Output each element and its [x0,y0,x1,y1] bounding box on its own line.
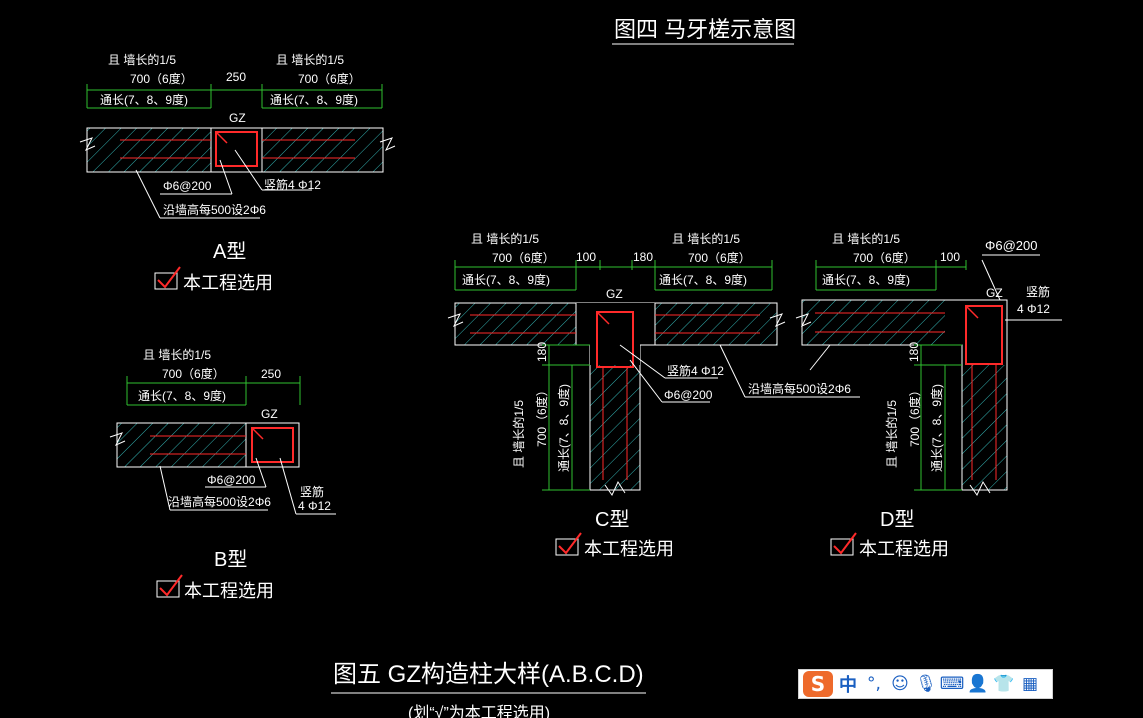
grid-icon[interactable]: ▦ [1021,674,1039,694]
a-len700-right: 700（6度） [298,71,361,86]
c-len700-left: 700（6度） [492,250,555,265]
b-selected-label: 本工程选用 [184,581,274,601]
d-len700-vert: 700（6度） [907,384,922,447]
d-wall-fifth: 且 墙长的1/5 [832,231,900,246]
a-type-label: A型 [213,240,246,263]
mic-icon[interactable]: 🎙 [915,674,937,694]
a-check-icon [157,266,181,289]
d-len700: 700（6度） [853,250,916,265]
user-icon[interactable]: 👤 [967,674,989,694]
keyboard-icon[interactable]: ⌨ [939,674,965,694]
b-check-icon [159,574,183,597]
a-gz-label: GZ [229,111,246,125]
a-250: 250 [226,70,246,84]
fig5-title: 图五 GZ构造柱大样(A.B.C.D) [333,661,644,688]
c-full-left: 通长(7、8、9度) [462,272,550,287]
c-wall-fifth-right: 且 墙长的1/5 [672,231,740,246]
b-tie-label: 沿墙高每500设2Φ6 [168,494,271,509]
type-c-detail: 且 墙长的1/5 700（6度） 通长(7、8、9度) 100 180 且 墙长… [447,231,860,559]
d-180-vert: 180 [907,342,921,362]
c-tie-label: 沿墙高每500设2Φ6 [748,381,851,396]
b-250: 250 [261,367,281,381]
c-100: 100 [576,250,596,264]
smile-icon[interactable]: ☺ [891,674,909,694]
a-stirrup-label: Φ6@200 [163,179,212,193]
ime-mode-toggle[interactable]: 中 [839,675,857,696]
ime-toolbar: S 中 °, ☺ 🎙 ⌨ 👤 👕 ▦ [798,669,1053,699]
a-wall-fifth-right: 且 墙长的1/5 [276,52,344,67]
ime-punct-toggle[interactable]: °, [867,674,881,694]
d-type-label: D型 [880,508,914,531]
a-tie-label: 沿墙高每500设2Φ6 [163,202,266,217]
c-selected-label: 本工程选用 [584,539,674,559]
c-len700-right: 700（6度） [688,250,751,265]
type-d-detail: 且 墙长的1/5 700（6度） 通长(7、8、9度) 100 Φ6@200 G… [795,231,1062,559]
b-stirrup-label: Φ6@200 [207,473,256,487]
d-selected-label: 本工程选用 [859,539,949,559]
c-180: 180 [633,250,653,264]
b-wall-fifth: 且 墙长的1/5 [143,347,211,362]
a-full-left: 通长(7、8、9度) [100,92,188,107]
a-len700-left: 700（6度） [130,71,193,86]
c-checkbox[interactable] [555,538,579,556]
type-b-detail: 且 墙长的1/5 700（6度） 通长(7、8、9度) 250 GZ Φ6@20… [109,347,336,601]
c-vertbar-label: 竖筋4 Φ12 [667,363,724,378]
b-len700: 700（6度） [162,366,225,381]
b-checkbox[interactable] [156,580,180,598]
shirt-icon[interactable]: 👕 [993,674,1015,694]
d-checkbox[interactable] [830,538,854,556]
c-gz-label: GZ [606,287,623,301]
a-selected-label: 本工程选用 [183,273,273,293]
b-gz-label: GZ [261,407,278,421]
b-vertbar-label-2: 4 Φ12 [298,499,331,513]
c-full-right: 通长(7、8、9度) [659,272,747,287]
c-len700-vert: 700（6度） [534,384,549,447]
c-stirrup-label: Φ6@200 [664,388,713,402]
c-wall-fifth-left: 且 墙长的1/5 [471,231,539,246]
a-full-right: 通长(7、8、9度) [270,92,358,107]
d-vertbar-label-2: 4 Φ12 [1017,302,1050,316]
c-check-icon [558,532,582,555]
a-wall-fifth-left: 且 墙长的1/5 [108,52,176,67]
d-100: 100 [940,250,960,264]
fig4-title: 图四 马牙槎示意图 [614,17,796,42]
a-checkbox[interactable] [154,272,178,290]
type-a-detail: 且 墙长的1/5 700（6度） 通长(7、8、9度) 250 且 墙长的1/5… [79,52,396,293]
d-full: 通长(7、8、9度) [822,272,910,287]
a-vertbar-label: 竖筋4 Φ12 [264,177,321,192]
d-wall-fifth-vert: 且 墙长的1/5 [884,400,899,468]
c-wall-fifth-vert: 且 墙长的1/5 [511,400,526,468]
c-type-label: C型 [595,508,629,531]
b-full: 通长(7、8、9度) [138,388,226,403]
fig5-note: (划“√”为本工程选用) [408,704,550,718]
d-vertbar-label-1: 竖筋 [1026,284,1050,299]
c-full-vert: 通长(7、8、9度) [556,384,571,472]
b-type-label: B型 [214,548,247,571]
d-check-icon [833,532,857,555]
d-full-vert: 通长(7、8、9度) [929,384,944,472]
c-180-vert: 180 [535,342,549,362]
sogou-logo-icon[interactable]: S [803,671,833,697]
b-vertbar-label-1: 竖筋 [300,484,324,499]
d-stirrup-label: Φ6@200 [985,238,1038,253]
